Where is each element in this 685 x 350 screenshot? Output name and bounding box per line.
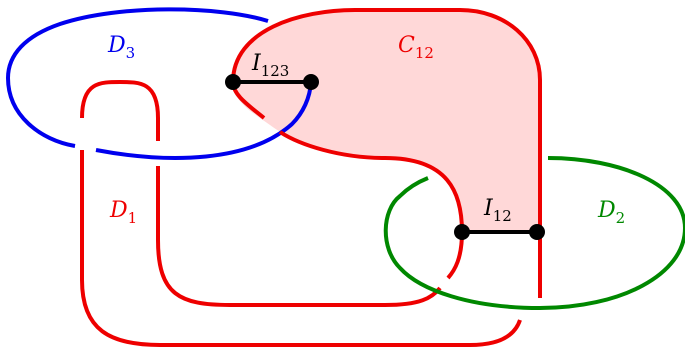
label-c12: C12 — [398, 33, 434, 62]
label-d1: D1 — [109, 198, 137, 227]
c12-curve — [230, 8, 542, 298]
i12-left-point — [454, 224, 470, 240]
i12-right-point — [529, 224, 545, 240]
label-d3: D3 — [107, 33, 135, 62]
i123-right-point — [303, 74, 319, 90]
d1-curve — [80, 79, 522, 347]
c12-region-fill — [233, 10, 540, 232]
i123-left-point — [225, 74, 241, 90]
d3-curve — [5, 7, 313, 160]
label-d2: D2 — [597, 198, 625, 227]
d2-curve — [383, 156, 685, 311]
label-i12: I12 — [483, 196, 512, 225]
label-i123: I123 — [251, 51, 289, 80]
